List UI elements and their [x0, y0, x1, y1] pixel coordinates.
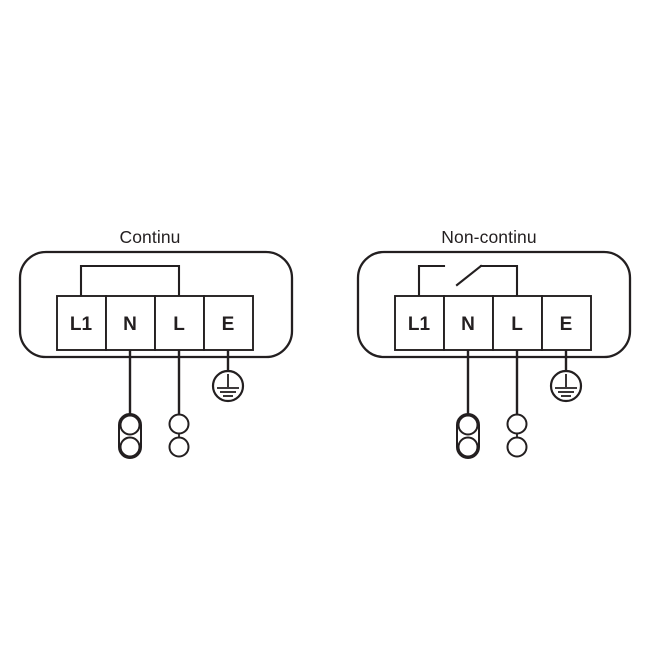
conductor-dot-neutral-top — [119, 414, 141, 436]
terminal-cell-l1 — [56, 295, 107, 351]
diagram-title-continu: Continu — [119, 227, 180, 247]
jumper-link-continu — [79, 264, 181, 298]
terminal-label-l: L — [511, 314, 523, 335]
earth-symbol-non-continu — [549, 369, 583, 403]
conductor-end-neutral-continu — [118, 413, 142, 459]
diagram-non-continu: Non-continu L1 N L E — [356, 227, 632, 459]
terminal-cell-l — [154, 295, 205, 351]
terminal-cell-l — [492, 295, 543, 351]
conductor-capsule-neutral — [118, 413, 142, 459]
switch-right-contact — [479, 264, 519, 298]
diagram-continu: Continu L1 N L E — [18, 227, 294, 459]
terminal-label-l: L — [173, 314, 185, 335]
terminal-cell-e — [541, 295, 592, 351]
conductor-dot-neutral-bottom — [119, 436, 141, 458]
terminal-label-l1: L1 — [70, 314, 93, 335]
conductor-dot-neutral-top — [457, 414, 479, 436]
switch-left-contact — [417, 264, 446, 298]
conductor-dot-live-bottom — [168, 436, 190, 458]
conductor-end-neutral-non-continu — [456, 413, 480, 459]
terminal-label-n: N — [461, 314, 475, 335]
terminal-label-n: N — [123, 314, 137, 335]
switch-blade — [455, 264, 483, 287]
conductor-end-live-non-continu — [506, 413, 528, 458]
terminal-cell-l1 — [394, 295, 445, 351]
terminal-label-l1: L1 — [408, 314, 431, 335]
conductor-dot-live-top — [168, 413, 190, 435]
conductor-dot-neutral-bottom — [457, 436, 479, 458]
earth-symbol-continu — [211, 369, 245, 403]
conductor-end-live-continu — [168, 413, 190, 458]
conductor-dot-live-bottom — [506, 436, 528, 458]
terminal-label-e: E — [222, 314, 235, 335]
terminal-block-non-continu: L1 N L E — [394, 295, 592, 351]
terminal-label-e: E — [560, 314, 573, 335]
diagram-title-non-continu: Non-continu — [441, 227, 536, 247]
conductor-dot-live-top — [506, 413, 528, 435]
conductor-capsule-neutral — [456, 413, 480, 459]
terminal-block-continu: L1 N L E — [56, 295, 254, 351]
